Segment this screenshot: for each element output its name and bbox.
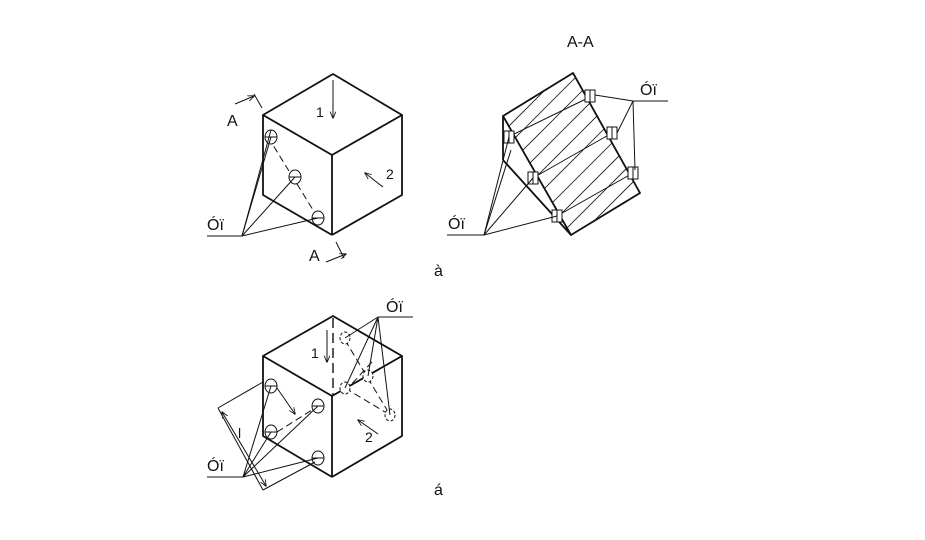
cube-a-left-edge: [262, 115, 333, 236]
cube-b-hidden-bolt-line: [344, 339, 391, 416]
direction-1-label-b: 1: [311, 345, 319, 361]
section-bolt-right-3: [627, 166, 639, 180]
leader-a-right-top: [594, 94, 668, 171]
leader-b-top-label: Óï: [386, 297, 403, 316]
section-prism-outline: [502, 72, 641, 236]
section-a-a: A-A: [434, 34, 668, 280]
leader-a-left-label: Óï: [207, 215, 224, 234]
leader-a-right-left: [447, 136, 558, 236]
cube-b-force-arrow: [276, 387, 295, 414]
cube-a-right-edge: [331, 115, 403, 236]
section-bolt-right-2: [606, 126, 618, 140]
cube-b-hidden-bolt-line-3: [347, 361, 373, 389]
cube-b-bolt-link: [276, 409, 313, 433]
direction-2-arrow-b: [358, 420, 379, 435]
caption-a: à: [434, 263, 443, 280]
section-mark-top: A: [227, 113, 238, 130]
cube-b-hidden-bolt-line-2: [344, 387, 391, 416]
direction-2-label-b: 2: [365, 429, 373, 445]
leader-b-left: [207, 385, 319, 478]
section-arrow-top: [234, 96, 254, 105]
leader-a-left: [207, 129, 319, 237]
direction-2-arrow: [365, 173, 384, 188]
leader-b-top: [344, 316, 413, 416]
section-tick-top: [253, 93, 263, 109]
leader-a-right-left-label: Óï: [448, 214, 465, 233]
section-inner-line-bot: [556, 172, 634, 217]
section-title: A-A: [567, 34, 594, 51]
direction-1-label: 1: [316, 104, 324, 120]
dimension-l: [217, 381, 316, 491]
leader-b-left-label: Óï: [207, 456, 224, 475]
figure-b-cube: 1 2 l Óï Óï á: [207, 297, 443, 499]
leader-a-right-top-label: Óï: [640, 80, 657, 99]
section-bottom-face: [502, 159, 572, 236]
section-inner-line-mid: [532, 132, 613, 179]
section-mark-bottom: A: [309, 248, 320, 265]
direction-2-label: 2: [386, 166, 394, 182]
cube-b-hidden-diagonal: [331, 355, 403, 397]
cube-b-right-edge: [331, 356, 403, 478]
section-tick-bottom: [335, 241, 345, 259]
figure-a-cube: 1 2 A A Óï: [207, 73, 403, 265]
caption-b: á: [434, 482, 443, 499]
section-inner-line-top: [507, 96, 591, 138]
section-bolt-right-1: [584, 89, 596, 103]
dimension-l-label: l: [238, 425, 241, 441]
